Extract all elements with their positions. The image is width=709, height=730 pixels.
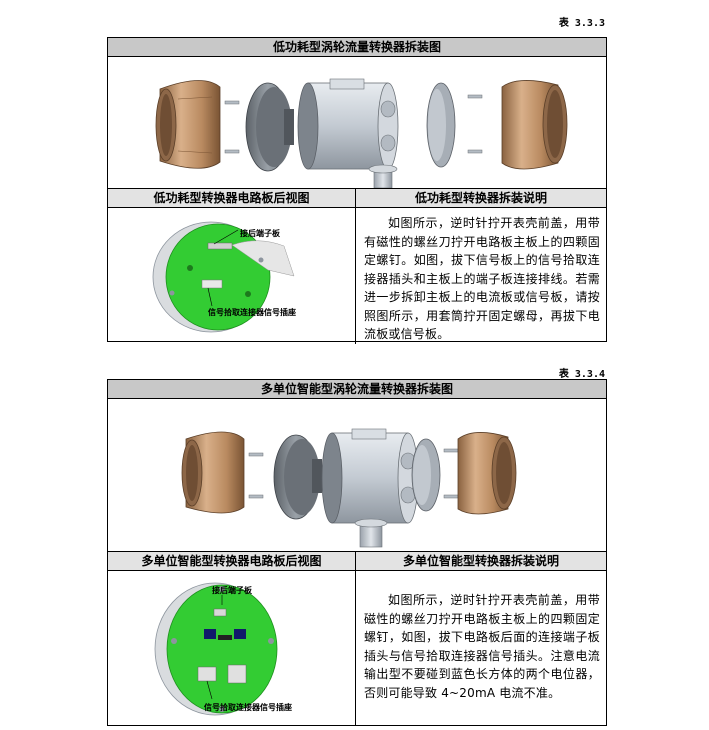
table-3-3-4: 多单位智能型涡轮流量转换器拆装图 — [107, 379, 607, 726]
converter-housing — [297, 78, 399, 188]
table-label: 表 3.3.4 — [558, 369, 605, 380]
disassembly-instructions-text: 如图所示，逆时针拧开表壳前盖，用带有磁性的螺丝刀拧开电路板主板上的四颗固定螺钉。… — [364, 216, 600, 341]
callout-signal-socket: 信号拾取连接器信号插座 — [208, 308, 296, 317]
circuit-board-disk — [245, 82, 294, 172]
right-cover-ring — [457, 432, 517, 515]
converter-housing — [321, 428, 419, 548]
table-label: 表 3.3.3 — [558, 18, 605, 29]
callout-signal-socket: 信号拾取连接器信号插座 — [204, 703, 292, 712]
exploded-view-diagram — [108, 57, 606, 189]
exploded-view-diagram — [108, 399, 606, 552]
pcb-rear-view-image: 接后端子板 信号拾取连接器信号插座 — [108, 208, 355, 339]
table-3-3-3: 低功耗型涡轮流量转换器拆装图 — [107, 37, 607, 344]
left-cover-ring — [155, 80, 221, 169]
table-title: 低功耗型涡轮流量转换器拆装图 — [108, 38, 606, 57]
disassembly-instructions-text: 如图所示，逆时针拧开表壳前盖，用带磁性的螺丝刀拧开电路板主板上的四颗固定螺钉，如… — [364, 593, 600, 700]
callout-terminal-board: 接后端子板 — [240, 229, 280, 238]
pcb-rear-view-image: 接后端子板 信号拾取连接器信号插座 — [108, 571, 355, 726]
left-cover-ring — [181, 431, 245, 514]
disassembly-instructions-heading: 多单位智能型转换器拆装说明 — [356, 552, 606, 571]
table-title: 多单位智能型涡轮流量转换器拆装图 — [108, 380, 606, 399]
rear-plate — [411, 438, 441, 512]
pcb-rear-view-heading: 低功耗型转换器电路板后视图 — [108, 189, 355, 208]
right-cover-ring — [501, 80, 568, 170]
callout-terminal-board: 接后端子板 — [212, 586, 252, 595]
pcb-rear-view-heading: 多单位智能型转换器电路板后视图 — [108, 552, 355, 571]
rear-plate — [426, 82, 456, 168]
circuit-board-disk — [273, 434, 322, 520]
disassembly-instructions-heading: 低功耗型转换器拆装说明 — [356, 189, 606, 208]
